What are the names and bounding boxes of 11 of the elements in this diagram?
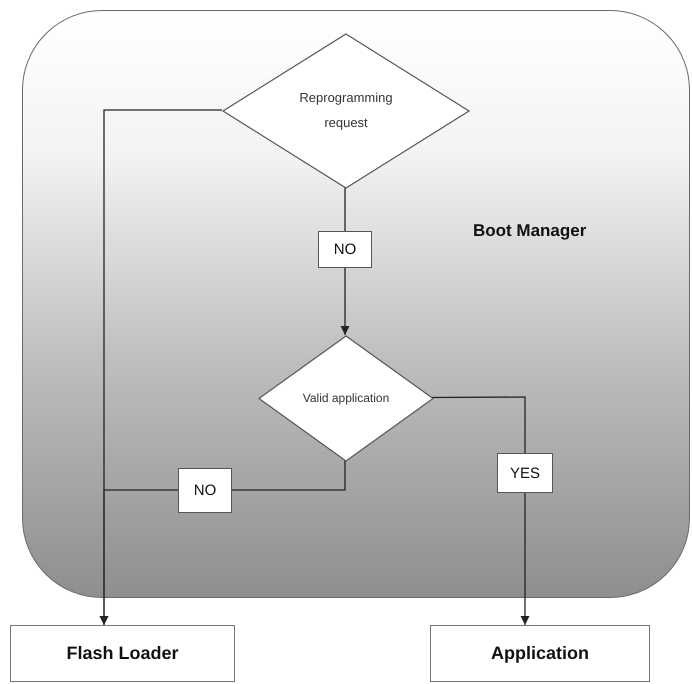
edge-label: NO: [318, 230, 372, 268]
decision-text: Reprogramming request: [298, 89, 394, 132]
edge-label: YES: [497, 453, 553, 493]
decision-text: Valid application: [302, 390, 390, 408]
process-text: Flash Loader: [66, 643, 179, 664]
process-box: [10, 625, 235, 682]
boot-manager-panel: [22, 10, 690, 598]
edge-label: NO: [178, 468, 232, 512]
panel-title: Boot Manager: [473, 221, 586, 241]
process-box: [430, 625, 650, 682]
process-text: Application: [491, 643, 589, 664]
